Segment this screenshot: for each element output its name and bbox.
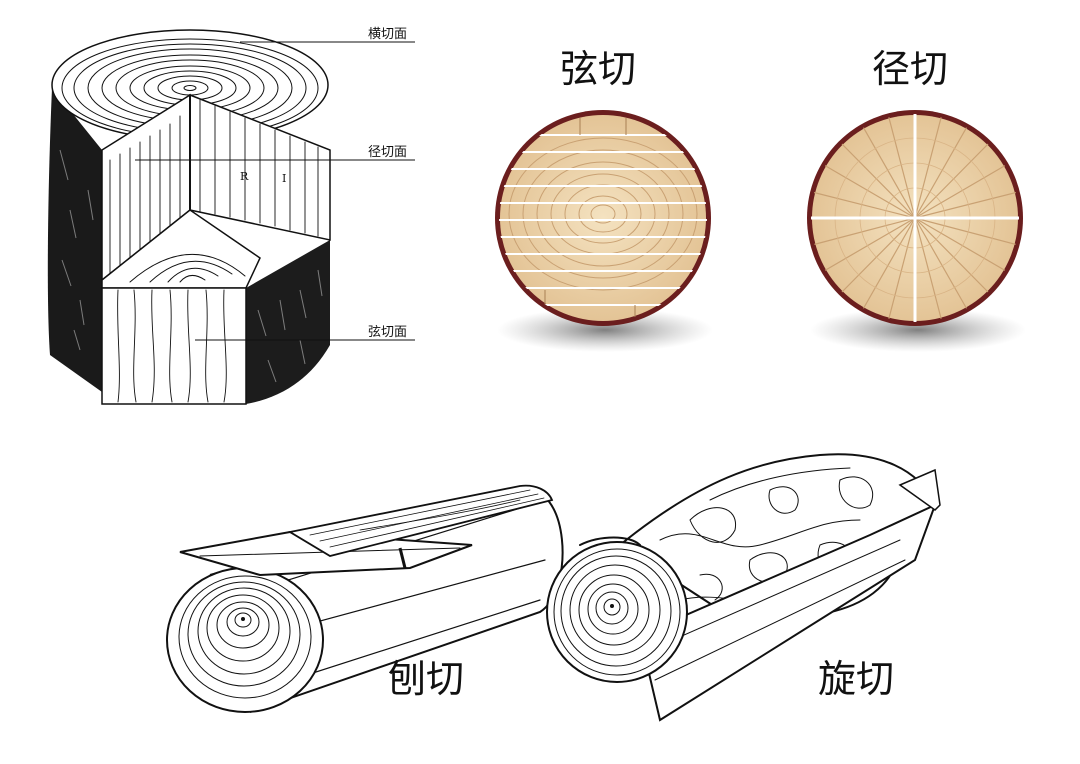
tangential-section-face <box>101 287 247 405</box>
tangential-cut-illustration: 弦切 <box>495 47 713 352</box>
log-sections-illustration: R I 横切面 径切面 弦切面 <box>47 27 415 405</box>
rotary-knife-board <box>638 503 937 722</box>
label-radial-section: 径切面 <box>368 145 407 160</box>
rotary-cut-illustration: 旋切 <box>546 453 941 722</box>
radial-cut-illustration: 径切 <box>807 47 1026 352</box>
radial-cut-shadow <box>810 308 1026 352</box>
bark-right <box>246 240 330 404</box>
inner-mark-r: R <box>240 170 249 183</box>
tangential-cut-title: 弦切 <box>560 47 636 91</box>
rotary-log-rings <box>553 548 681 676</box>
tangential-log-wood <box>500 115 706 321</box>
radial-wedge-lower <box>101 209 261 289</box>
label-tangential-section: 弦切面 <box>368 324 407 340</box>
bark-left <box>47 88 102 392</box>
inner-mark-i: I <box>282 172 286 185</box>
planing-veneer-sheet <box>287 484 554 557</box>
tangential-rings <box>508 137 698 291</box>
tangential-cut-shadow <box>497 308 713 352</box>
planing-cut-illustration: 刨切 <box>166 484 564 713</box>
rotary-cut-title: 旋切 <box>818 657 894 701</box>
radial-cut-title: 径切 <box>872 47 948 91</box>
radial-cross-cut-lines <box>811 114 1019 322</box>
rotary-knife-edge <box>898 468 941 511</box>
planing-log-rings <box>178 575 312 699</box>
rotary-log-end <box>546 541 688 683</box>
planing-cut-title: 刨切 <box>388 657 464 701</box>
label-cross-section: 横切面 <box>368 27 407 42</box>
